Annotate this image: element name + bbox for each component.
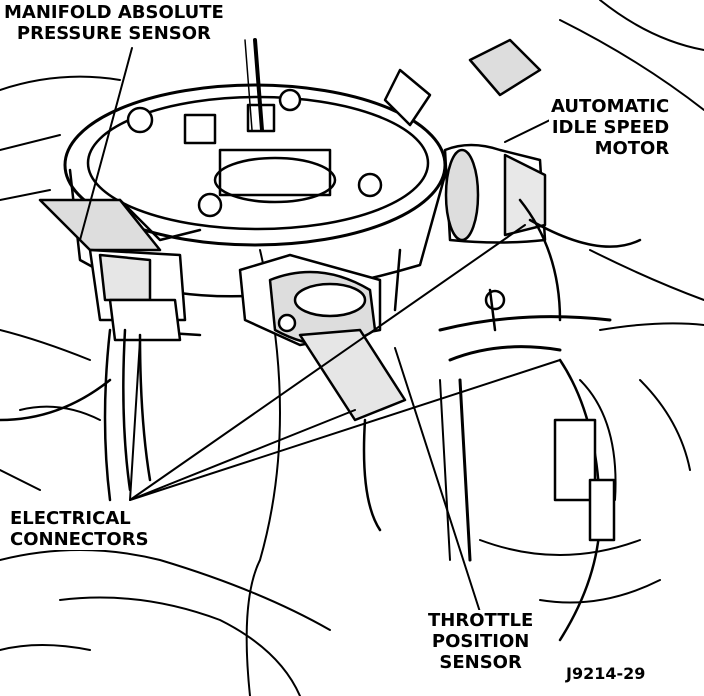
label-manifold-absolute-pressure-sensor: MANIFOLD ABSOLUTE PRESSURE SENSOR: [2, 2, 226, 44]
label-automatic-idle-speed-motor: AUTOMATIC IDLE SPEED MOTOR: [549, 96, 672, 159]
label-line: IDLE SPEED: [551, 117, 670, 138]
label-line: THROTTLE: [428, 610, 534, 631]
label-line: CONNECTORS: [10, 529, 149, 550]
label-throttle-position-sensor: THROTTLE POSITION SENSOR: [426, 610, 536, 673]
label-electrical-connectors: ELECTRICAL CONNECTORS: [8, 508, 151, 550]
map-sensor-body: [38, 198, 187, 342]
label-line: PRESSURE SENSOR: [16, 23, 211, 44]
label-line: POSITION: [431, 631, 530, 652]
label-line: MANIFOLD ABSOLUTE: [4, 2, 224, 23]
idle-speed-motor-body: [383, 38, 547, 244]
leader-lines: [79, 47, 561, 613]
throttle-position-sensor-body: [238, 253, 407, 422]
label-line: MOTOR: [594, 138, 670, 159]
wiring-harness: [0, 198, 642, 642]
figure-id: J9214-29: [564, 664, 648, 683]
label-line: AUTOMATIC: [551, 96, 670, 117]
label-line: ELECTRICAL: [10, 508, 131, 529]
label-line: SENSOR: [439, 652, 522, 673]
